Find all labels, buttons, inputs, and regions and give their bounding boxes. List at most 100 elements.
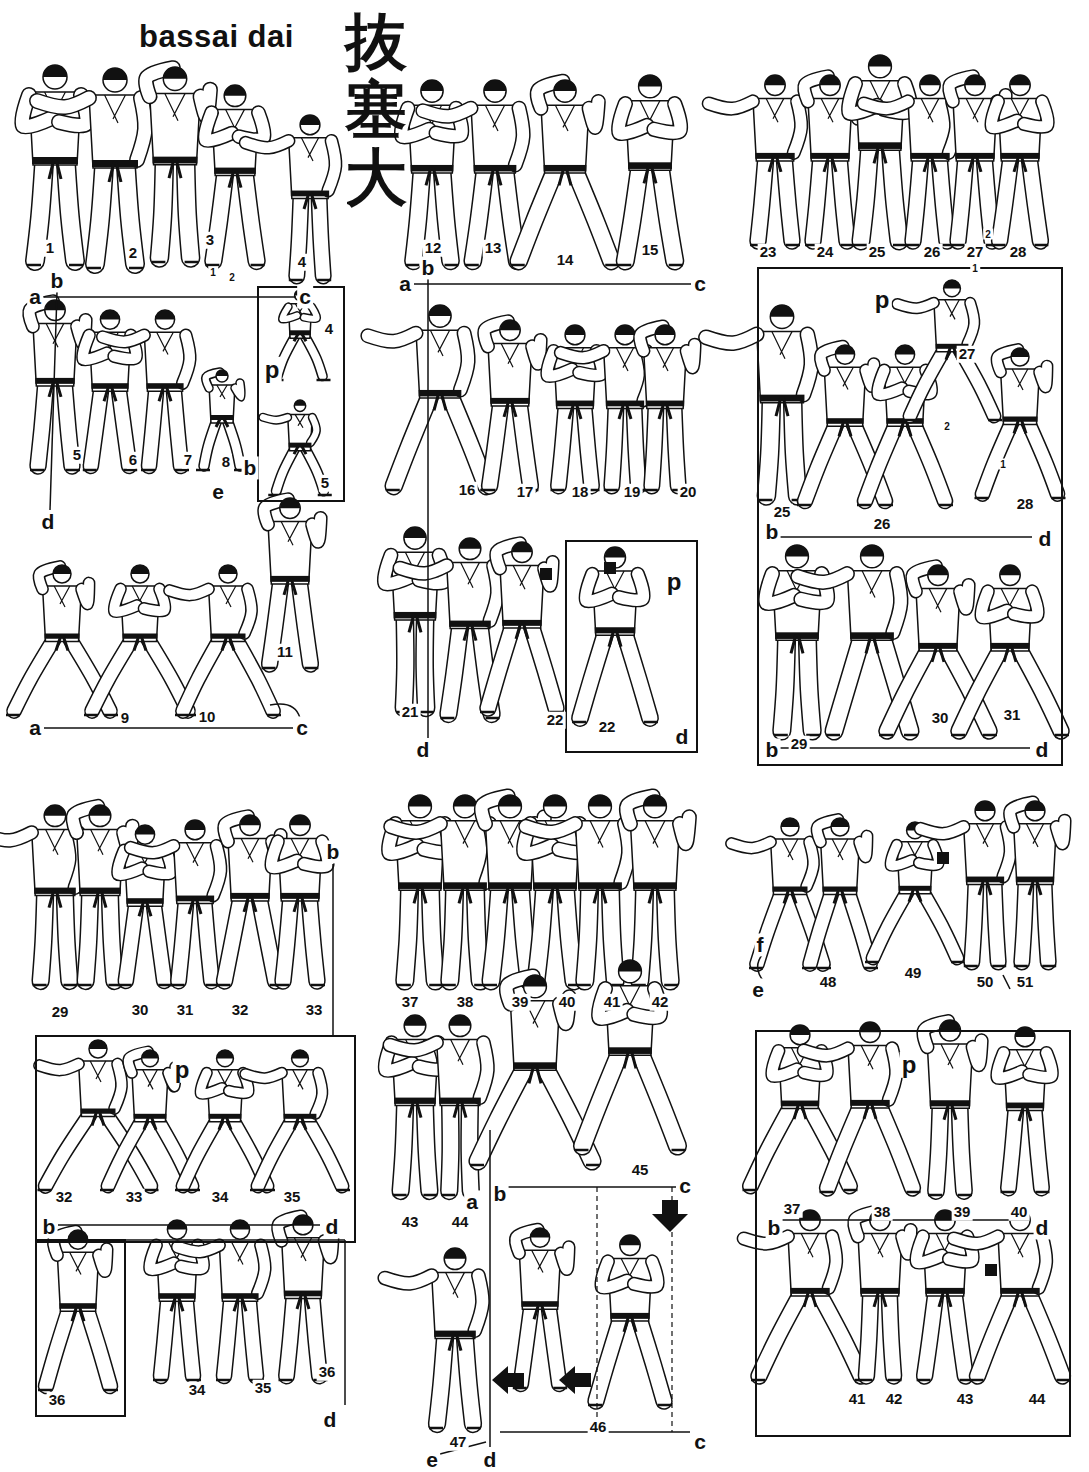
step-number: 11 bbox=[275, 644, 295, 661]
step-number: 49 bbox=[903, 965, 924, 982]
embusen-line bbox=[332, 864, 334, 1035]
sub-step-number: 1 bbox=[998, 459, 1008, 470]
karateka-figure bbox=[385, 1248, 483, 1428]
karateka-figure bbox=[804, 1022, 921, 1192]
embusen-line bbox=[778, 747, 1030, 749]
step-number: 18 bbox=[570, 484, 591, 501]
step-number: 3 bbox=[204, 232, 216, 249]
karateka-figure bbox=[640, 325, 695, 490]
karateka-figure bbox=[864, 75, 956, 245]
karateka-figure bbox=[388, 795, 450, 985]
karateka-figure bbox=[857, 345, 953, 505]
step-number: 41 bbox=[847, 1391, 868, 1408]
step-number: 31 bbox=[1002, 707, 1023, 724]
karateka-figure bbox=[865, 822, 965, 962]
direction-letter: a bbox=[464, 1190, 480, 1213]
panel-mark: p bbox=[263, 357, 282, 383]
step-number: 34 bbox=[210, 1189, 231, 1206]
step-number: 25 bbox=[772, 504, 793, 521]
karateka-figure bbox=[1010, 801, 1065, 966]
karateka-figure bbox=[617, 75, 682, 265]
step-number: 24 bbox=[815, 244, 836, 261]
panel-box: 36 bbox=[35, 1239, 126, 1417]
karateka-figure bbox=[423, 80, 525, 265]
panel-box: p45 bbox=[257, 286, 345, 502]
step-number: 27 bbox=[957, 346, 978, 363]
embusen-line bbox=[782, 1219, 1030, 1221]
step-number: 36 bbox=[47, 1392, 68, 1409]
karateka-figure bbox=[991, 75, 1048, 245]
direction-letter: b bbox=[492, 1182, 509, 1205]
karateka-figure bbox=[921, 801, 1011, 966]
step-number: 36 bbox=[317, 1364, 338, 1381]
direction-letter: c bbox=[297, 285, 313, 308]
sub-step-number: 1 bbox=[208, 267, 218, 278]
step-number: 40 bbox=[1009, 1204, 1030, 1221]
step-number: 43 bbox=[955, 1391, 976, 1408]
karateka-figure bbox=[854, 1210, 910, 1380]
direction-letter: b bbox=[242, 456, 259, 479]
embusen-line bbox=[58, 1224, 320, 1226]
karateka-figure bbox=[526, 795, 629, 985]
karateka-figure bbox=[205, 85, 265, 265]
step-number: 28 bbox=[1008, 244, 1029, 261]
step-number: 40 bbox=[557, 994, 578, 1011]
kata-title: bassai dai bbox=[137, 20, 296, 54]
direction-letter: c bbox=[692, 272, 708, 295]
step-number: 9 bbox=[119, 710, 131, 727]
direction-letter: e bbox=[750, 978, 766, 1001]
karateka-figure bbox=[384, 527, 445, 712]
panel-box: p2526272128bd293031bd bbox=[757, 267, 1063, 766]
karateka-figure bbox=[170, 565, 282, 715]
direction-letter: d bbox=[1034, 738, 1051, 761]
step-number: 22 bbox=[597, 719, 618, 736]
step-number: 39 bbox=[510, 994, 531, 1011]
karateka-figure bbox=[511, 80, 620, 265]
step-number: 46 bbox=[588, 1419, 609, 1436]
direction-letter: d bbox=[1037, 527, 1054, 550]
direction-letter: b bbox=[49, 269, 66, 292]
step-number: 7 bbox=[182, 452, 194, 469]
step-number: 16 bbox=[457, 482, 478, 499]
step-number: 44 bbox=[450, 1214, 471, 1231]
direction-letter: c bbox=[294, 716, 310, 739]
dashed-guide bbox=[596, 1187, 597, 1432]
step-number: 1 bbox=[44, 240, 56, 257]
karateka-figure bbox=[879, 565, 997, 735]
direction-letter: b bbox=[764, 520, 781, 543]
sub-step-number: 2 bbox=[227, 272, 237, 283]
step-number: 29 bbox=[50, 1004, 71, 1021]
step-number: 25 bbox=[867, 244, 888, 261]
kiai-square bbox=[540, 568, 552, 580]
panel-mark: p bbox=[665, 569, 684, 595]
step-number: 37 bbox=[400, 994, 421, 1011]
step-number: 19 bbox=[622, 484, 643, 501]
karateka-figure bbox=[246, 115, 336, 280]
direction-letter: d bbox=[674, 725, 691, 748]
embusen-line bbox=[492, 1186, 676, 1188]
panel-mark: p bbox=[173, 1057, 192, 1083]
step-number: 2 bbox=[127, 245, 139, 262]
karateka-figure bbox=[37, 68, 145, 268]
direction-letter: c bbox=[692, 1430, 708, 1453]
kiai-square bbox=[937, 852, 949, 864]
kiai-square bbox=[985, 1264, 997, 1276]
karateka-figure bbox=[385, 1015, 444, 1195]
karateka-figure bbox=[368, 305, 494, 490]
embusen-line bbox=[44, 727, 293, 729]
direction-letter: d bbox=[324, 1215, 341, 1238]
step-number: 17 bbox=[515, 484, 536, 501]
karateka-figure bbox=[951, 565, 1069, 735]
karateka-figure bbox=[38, 1230, 118, 1390]
step-number: 43 bbox=[400, 1214, 421, 1231]
karateka-figure bbox=[523, 795, 585, 985]
direction-letter: a bbox=[397, 272, 413, 295]
step-number: 31 bbox=[175, 1002, 196, 1019]
step-number: 47 bbox=[448, 1434, 469, 1451]
direction-letter: b bbox=[325, 840, 342, 863]
panel-mark: p bbox=[873, 287, 892, 313]
karateka-figure bbox=[709, 75, 801, 245]
embusen-line bbox=[50, 292, 57, 510]
